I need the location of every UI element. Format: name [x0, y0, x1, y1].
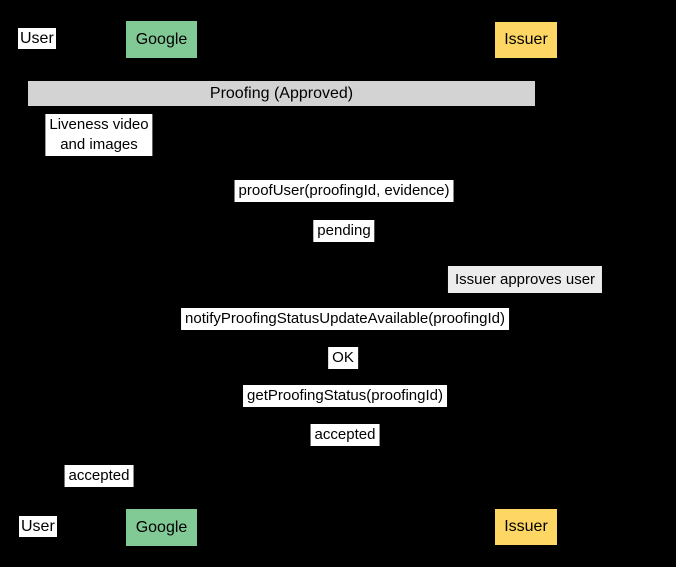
message-proof-user: proofUser(proofingId, evidence) — [234, 180, 454, 202]
participant-google-bottom: Google — [126, 509, 197, 546]
message-liveness-line1: Liveness video — [49, 116, 149, 133]
message-accepted-reply: accepted — [310, 424, 380, 446]
message-ok: OK — [328, 347, 358, 369]
participant-user-bottom: User — [19, 516, 57, 537]
group-title-bar: Proofing (Approved) — [28, 81, 535, 106]
message-get-proofing-status: getProofingStatus(proofingId) — [243, 385, 447, 407]
participant-issuer-bottom: Issuer — [495, 509, 557, 545]
note-issuer-approves-user: Issuer approves user — [447, 266, 603, 293]
participant-issuer-label: Issuer — [504, 31, 548, 48]
participant-issuer-top: Issuer — [495, 22, 557, 58]
message-liveness-line2: and images — [60, 136, 138, 153]
participant-google-top: Google — [126, 21, 197, 58]
message-pending: pending — [313, 220, 375, 242]
participant-user-top: User — [18, 28, 56, 49]
message-notify-proofing-status: notifyProofingStatusUpdateAvailable(proo… — [181, 308, 509, 330]
participant-issuer-bottom-label: Issuer — [504, 518, 548, 535]
participant-google-bottom-label: Google — [135, 518, 188, 536]
message-accepted-to-user: accepted — [64, 465, 134, 487]
message-liveness-video: Liveness video and images — [45, 114, 153, 156]
group-title-label: Proofing (Approved) — [209, 84, 354, 102]
participant-google-label: Google — [135, 30, 188, 48]
